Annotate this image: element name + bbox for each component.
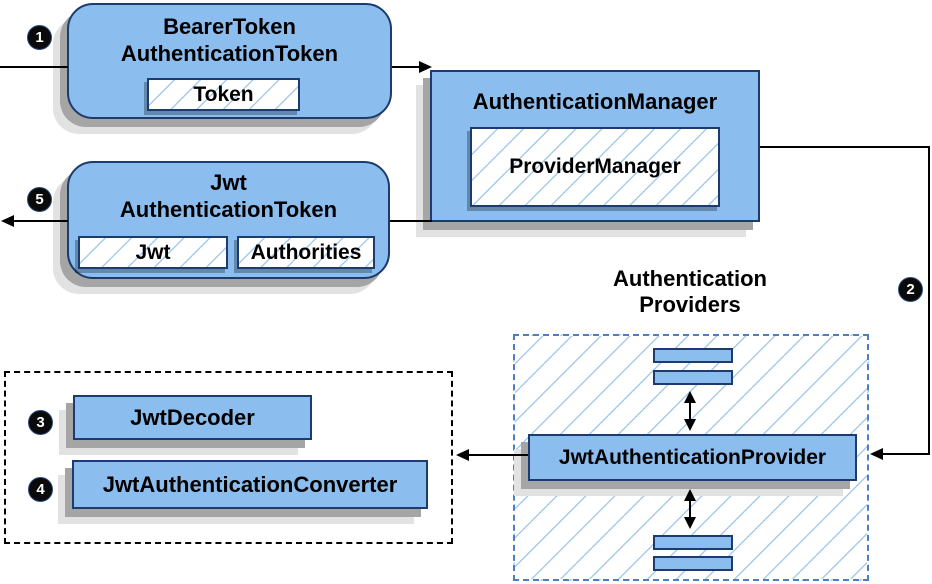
step-2-badge: 2 [898,277,923,302]
bearer-token-title: BearerToken AuthenticationToken [69,13,390,67]
bearer-to-manager-arrowhead-icon [419,61,432,73]
jwt-authentication-provider-node: JwtAuthenticationProvider [528,434,857,481]
step-3-badge: 3 [28,410,53,435]
incoming-request-line [0,66,68,68]
jwt-authentication-token-node: Jwt AuthenticationToken Jwt Authorities [67,161,390,279]
jwt-decoder-node: JwtDecoder [73,395,312,440]
manager-to-jwt-token-line [390,220,432,222]
bearer-token-authentication-token-node: BearerToken AuthenticationToken Token [67,3,392,119]
step-4-badge: 4 [28,477,53,502]
jwt-authentication-converter-node: JwtAuthenticationConverter [72,460,428,509]
jwt-token-outgoing-line [13,220,68,222]
bearer-token-title-line2: AuthenticationToken [120,41,339,66]
providers-upper-arrow-down-icon [684,419,696,431]
providers-lower-arrow-line [689,499,691,519]
bearer-to-manager-line [392,66,420,68]
bearer-token-title-line1: BearerToken [163,14,296,39]
providers-lower-arrow-down-icon [684,517,696,529]
step-1-badge: 1 [27,25,52,50]
providers-lower-arrow-up-icon [684,489,696,501]
authentication-providers-label-line2: Providers [639,292,741,317]
jwt-token-title: Jwt AuthenticationToken [69,169,388,223]
manager-to-provider-line-bottom [882,453,930,455]
provider-placeholder-bar [653,348,733,363]
jwt-token-title-line2: AuthenticationToken [119,197,338,222]
providers-upper-arrow-line [689,401,691,421]
jwt-token-outgoing-arrowhead-icon [1,215,14,227]
jwt-chip: Jwt [78,236,228,269]
provider-placeholder-bar [653,556,733,571]
provider-placeholder-bar [653,370,733,385]
jwt-token-title-line1: Jwt [210,170,247,195]
authentication-providers-label-line1: Authentication [613,266,767,291]
manager-to-provider-arrowhead-icon [870,448,883,460]
manager-to-provider-line-right [928,146,930,455]
provider-placeholder-bar [653,535,733,550]
authentication-providers-label: Authentication Providers [590,266,790,318]
provider-to-components-arrowhead-icon [456,449,469,461]
provider-manager-chip: ProviderManager [470,127,720,207]
step-5-badge: 5 [27,187,52,212]
authentication-manager-title: AuthenticationManager [472,89,718,114]
manager-to-provider-line-top [760,146,930,148]
providers-upper-arrow-up-icon [684,391,696,403]
jwt-components-group-box [4,371,453,544]
authentication-manager-node: AuthenticationManager ProviderManager [430,70,760,222]
authorities-chip: Authorities [237,236,375,269]
token-chip: Token [147,78,300,111]
provider-to-components-line [468,454,528,456]
